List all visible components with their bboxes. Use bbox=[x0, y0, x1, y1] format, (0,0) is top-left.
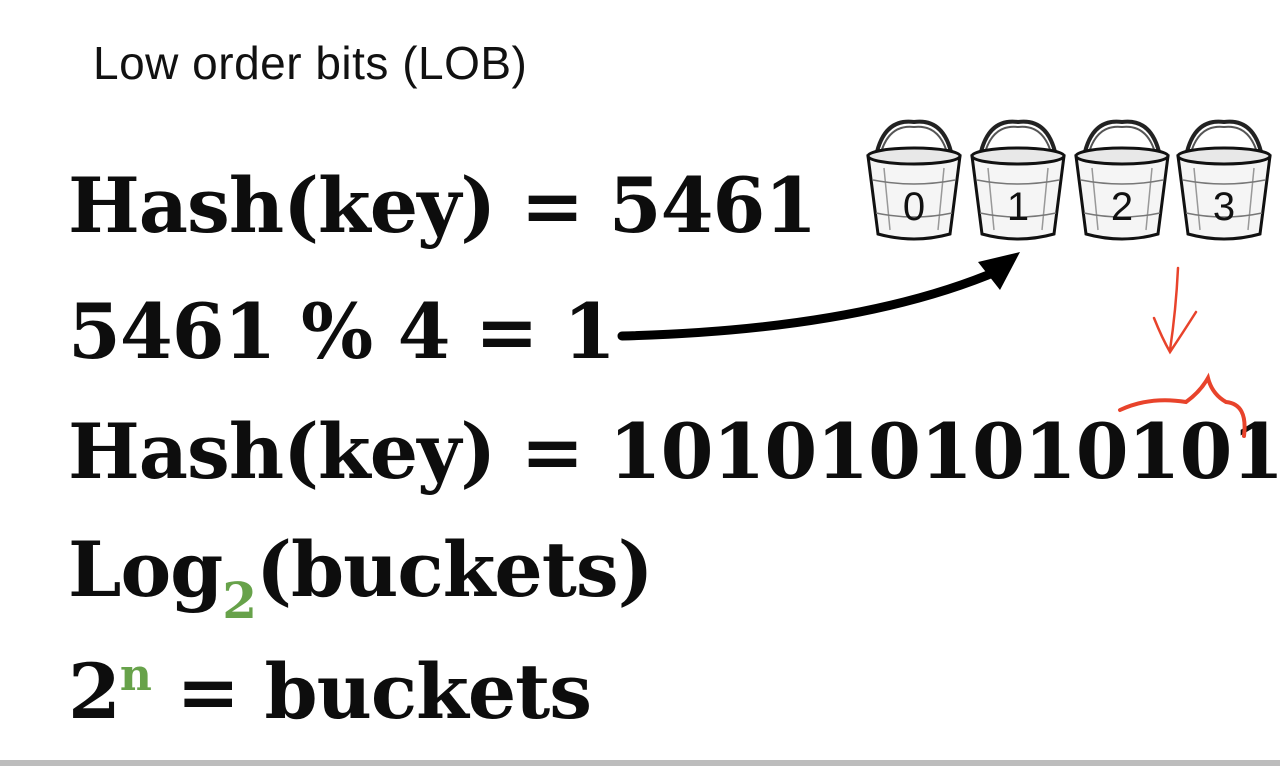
bucket-2: 2 bbox=[1074, 119, 1170, 241]
bucket-1: 1 bbox=[970, 119, 1066, 241]
power-equals-buckets: = buckets bbox=[150, 647, 592, 736]
hash-decimal-line: Hash(key) = 5461 bbox=[68, 161, 817, 250]
modulo-line: 5461 % 4 = 1 bbox=[68, 287, 616, 376]
log-word: Log bbox=[68, 525, 223, 614]
log-base-subscript: 2 bbox=[222, 571, 257, 630]
log-buckets-line: Log2(buckets) bbox=[68, 532, 654, 626]
red-brace bbox=[1118, 372, 1247, 438]
bucket-label-2: 2 bbox=[1111, 185, 1133, 229]
power-line: 2n = buckets bbox=[68, 654, 592, 730]
power-exponent: n bbox=[119, 650, 152, 701]
bottom-rule bbox=[0, 760, 1280, 766]
curved-arrow bbox=[617, 265, 1005, 341]
bucket-3: 3 bbox=[1176, 119, 1272, 241]
arrowhead bbox=[978, 252, 1020, 290]
bucket-0: 0 bbox=[866, 119, 962, 241]
power-base: 2 bbox=[68, 647, 121, 736]
slide-title: Low order bits (LOB) bbox=[93, 37, 528, 89]
bucket-label-0: 0 bbox=[903, 185, 925, 229]
bucket-label-3: 3 bbox=[1213, 185, 1235, 229]
bucket-label-1: 1 bbox=[1007, 185, 1029, 229]
log-argument: (buckets) bbox=[256, 525, 653, 614]
red-down-arrow bbox=[1168, 266, 1180, 352]
hash-binary-line: Hash(key) = 1010101010101 bbox=[68, 407, 1280, 496]
buckets-row: 0 1 2 3 bbox=[866, 119, 1272, 241]
